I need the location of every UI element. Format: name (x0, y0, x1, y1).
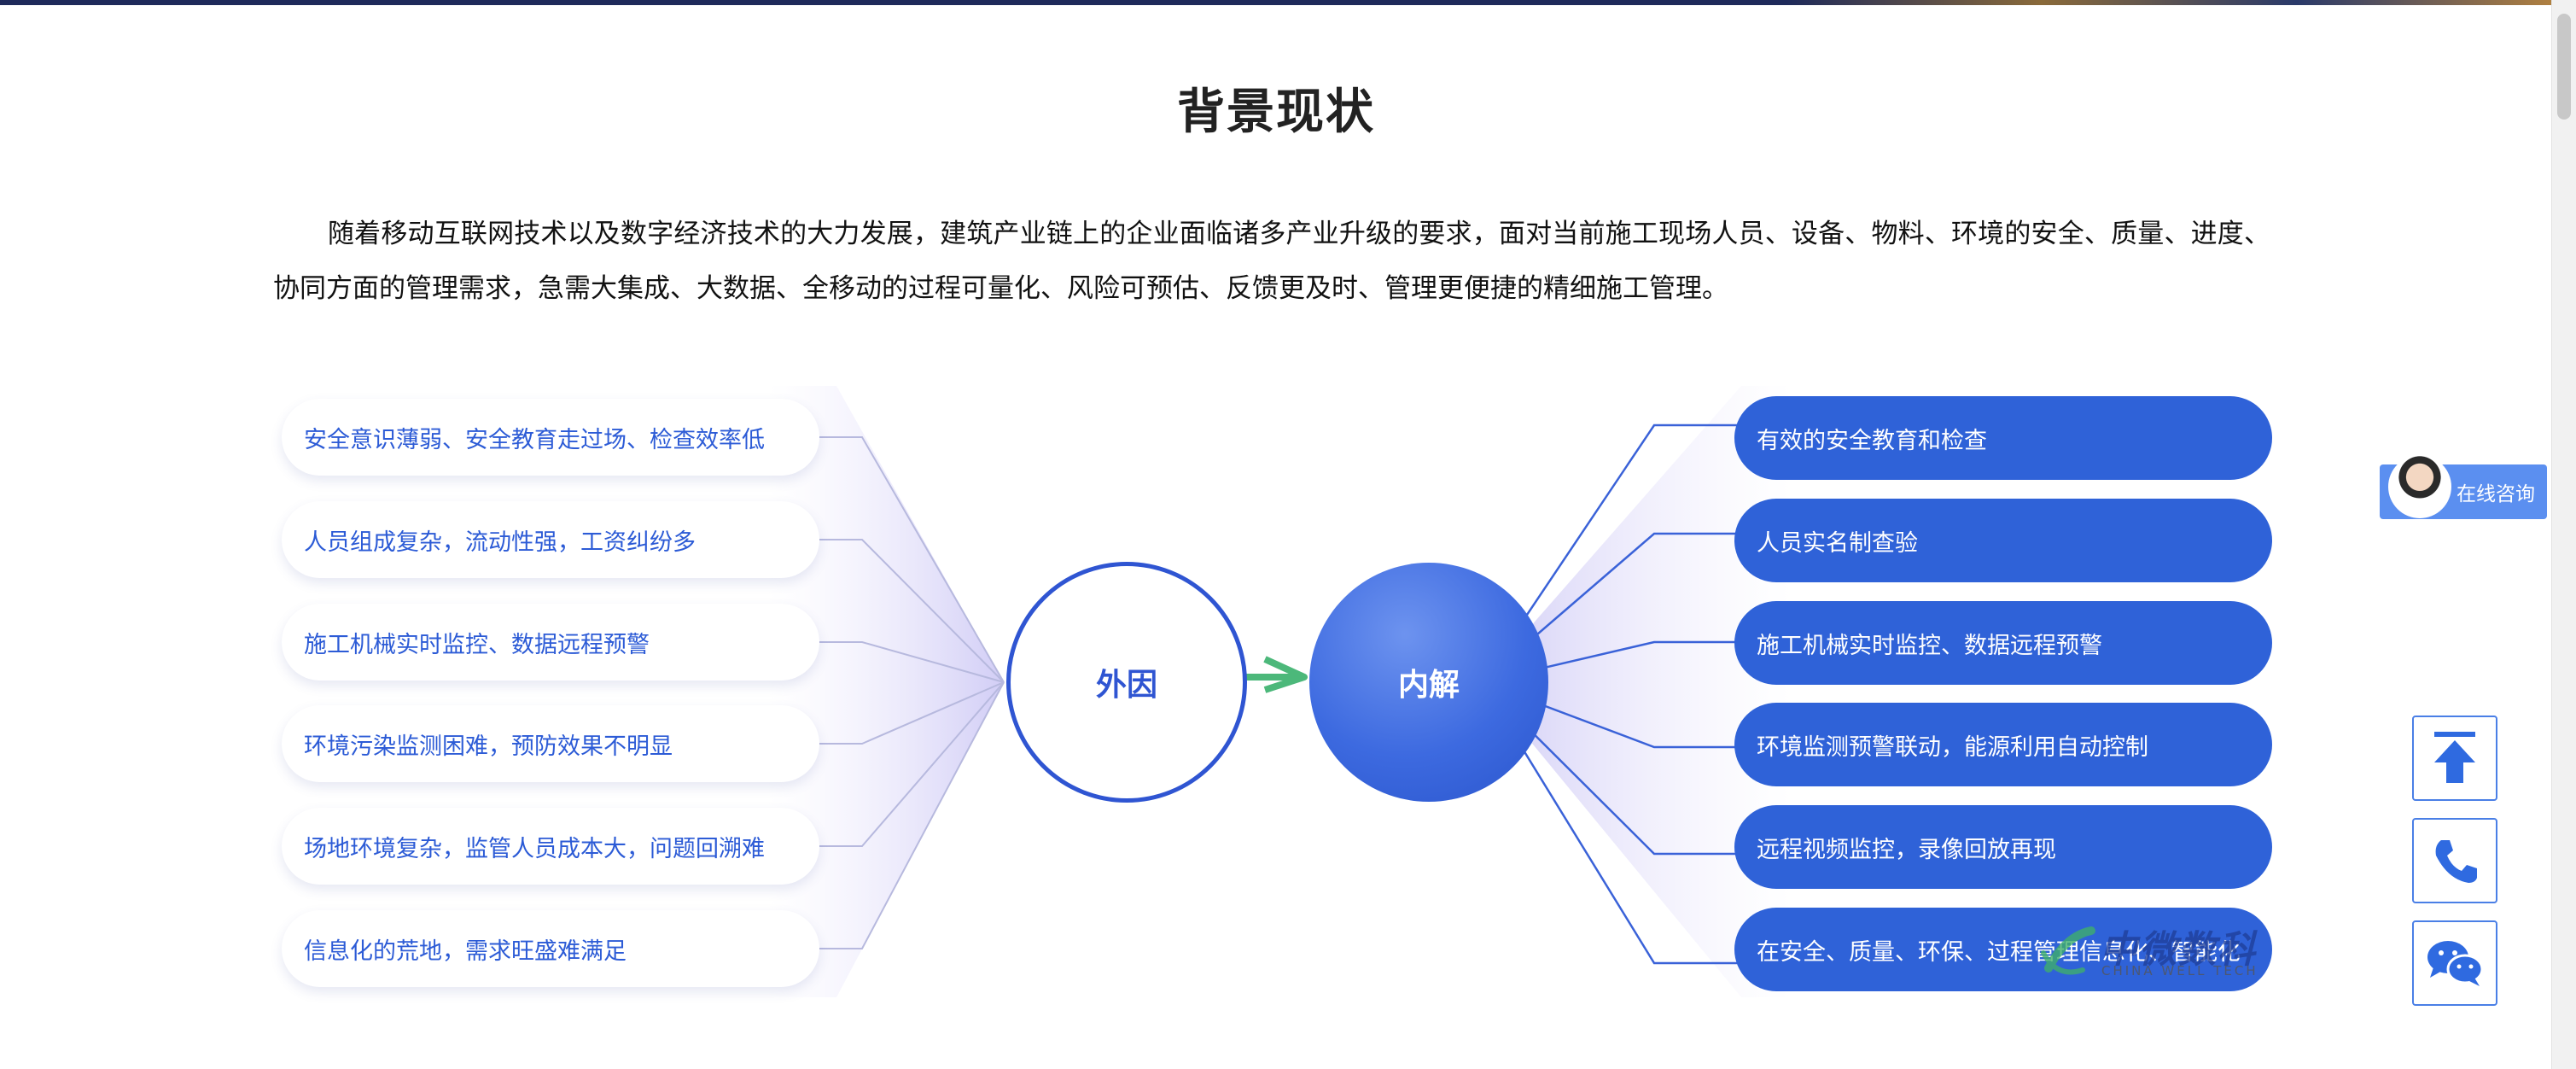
solution-item-label: 有效的安全教育和检查 (1757, 427, 1987, 454)
problem-item: 信息化的荒地，需求旺盛难满足 (282, 910, 819, 987)
page-scrollbar[interactable] (2551, 0, 2576, 1069)
customer-service-avatar (2388, 455, 2451, 518)
online-consult-button[interactable]: 在线咨询 (2380, 455, 2547, 519)
solution-item: 人员实名制查验 (1734, 499, 2272, 582)
problem-item: 环境污染监测困难，预防效果不明显 (282, 705, 819, 782)
back-to-top-icon (2434, 732, 2475, 783)
problem-item: 施工机械实时监控、数据远程预警 (282, 604, 819, 681)
solution-item-label: 在安全、质量、环保、过程管理信息化、智能化 (1757, 938, 2241, 966)
external-causes-circle: 外因 (1006, 562, 1247, 803)
solution-item: 施工机械实时监控、数据远程预警 (1734, 601, 2272, 685)
wechat-icon (2427, 941, 2484, 986)
problem-item: 安全意识薄弱、安全教育走过场、检查效率低 (282, 399, 819, 476)
problem-item-label: 安全意识薄弱、安全教育走过场、检查效率低 (304, 426, 765, 453)
problem-item-label: 信息化的荒地，需求旺盛难满足 (304, 938, 627, 965)
company-logo-watermark: 中微数科 CHINA WELL TECH (2031, 919, 2262, 987)
internal-solutions-circle: 内解 (1309, 563, 1548, 802)
solution-item-label: 环境监测预警联动，能源利用自动控制 (1757, 733, 2148, 761)
page-title: 背景现状 (1177, 84, 1375, 140)
right-connector-lines (1480, 424, 1751, 965)
problem-item-label: 人员组成复杂，流动性强，工资纠纷多 (304, 529, 696, 556)
solution-item: 远程视频监控，录像回放再现 (1734, 805, 2272, 889)
solution-item-label: 人员实名制查验 (1757, 529, 1918, 557)
solution-item: 在安全、质量、环保、过程管理信息化、智能化 (1734, 908, 2272, 991)
back-to-top-button[interactable] (2412, 716, 2497, 801)
phone-button[interactable] (2412, 818, 2497, 903)
outer-circle-label: 外因 (1095, 668, 1157, 703)
problem-item-label: 施工机械实时监控、数据远程预警 (304, 631, 650, 658)
solution-item-label: 远程视频监控，录像回放再现 (1757, 836, 2056, 863)
top-banner-stripe (0, 0, 2552, 5)
scrollbar-thumb[interactable] (2557, 14, 2571, 120)
logo-name-en: CHINA WELL TECH (2101, 963, 2258, 978)
wechat-button[interactable] (2412, 920, 2497, 1006)
logo-name-cn: 中微数科 (2100, 928, 2257, 972)
solution-item: 有效的安全教育和检查 (1734, 396, 2272, 480)
problem-item-label: 环境污染监测困难，预防效果不明显 (304, 733, 673, 760)
phone-icon (2435, 840, 2477, 883)
solution-item: 环境监测预警联动，能源利用自动控制 (1734, 703, 2272, 786)
online-consult-label: 在线咨询 (2457, 483, 2535, 505)
intro-paragraph: 随着移动互联网技术以及数字经济技术的大力发展，建筑产业链上的企业面临诸多产业升级… (273, 219, 2270, 304)
solution-item-label: 施工机械实时监控、数据远程预警 (1757, 632, 2102, 659)
logo-mark-icon (2041, 926, 2095, 975)
problem-item-label: 场地环境复杂，监管人员成本大，问题回溯难 (304, 835, 765, 862)
inner-circle-label: 内解 (1397, 668, 1460, 703)
problem-item: 场地环境复杂，监管人员成本大，问题回溯难 (282, 808, 819, 885)
right-fan-shading (1482, 386, 1792, 997)
problem-item: 人员组成复杂，流动性强，工资纠纷多 (282, 501, 819, 578)
